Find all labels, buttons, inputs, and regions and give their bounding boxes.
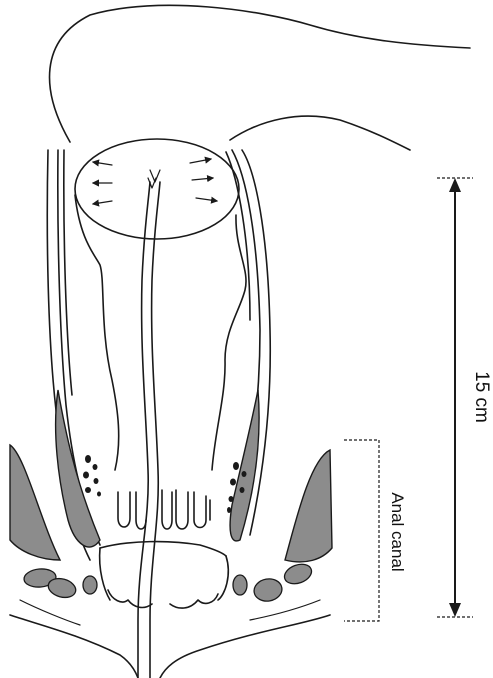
rectal-lumen-left: [75, 195, 119, 470]
perianal-muscle-left: [23, 568, 97, 601]
sigmoid-colon-lower-outline: [230, 116, 410, 150]
anal-columns: [118, 490, 210, 529]
anal-canal-label: Anal canal: [388, 492, 407, 571]
catheter-tube: [138, 170, 160, 678]
arrow-down-icon: [449, 603, 461, 617]
perineum-skin-right: [160, 615, 330, 678]
perineum-crease-right: [250, 600, 320, 620]
perianal-muscle-right: [233, 561, 314, 604]
length-label: 15 cm: [471, 371, 492, 423]
anal-verge-fringe: [108, 590, 218, 608]
perineum-skin-left: [10, 615, 138, 678]
anal-canal-bracket: Anal canal: [344, 440, 407, 621]
anal-verge-upper: [100, 542, 226, 556]
sigmoid-colon-outline: [50, 5, 470, 142]
balloon-oval: [75, 139, 239, 239]
arrow-up-icon: [449, 178, 461, 192]
length-measurement: 15 cm: [437, 178, 492, 617]
external-sphincter-right: [285, 450, 332, 562]
anal-canal-lower-right: [218, 556, 228, 600]
rectal-lumen-right: [212, 215, 246, 470]
external-sphincter-left: [10, 445, 60, 560]
anal-gland-dots-left: [83, 455, 101, 497]
